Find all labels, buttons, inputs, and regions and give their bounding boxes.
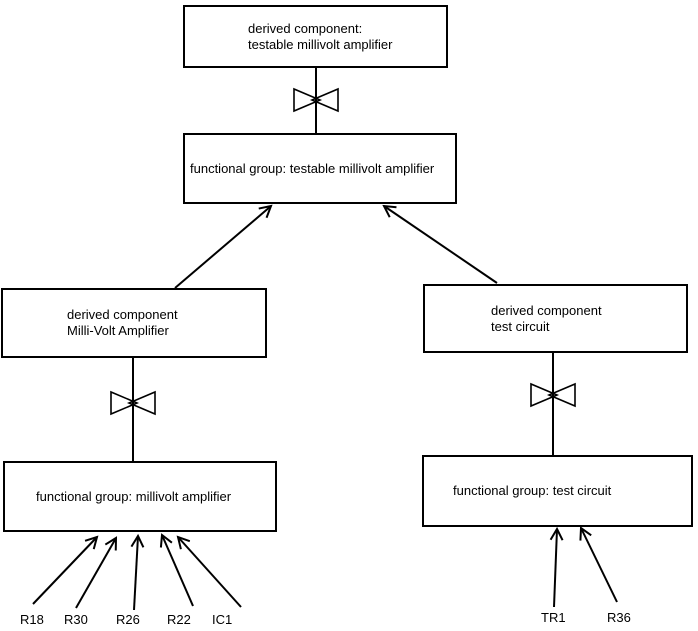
arrow-tr1-to-fg-tc (554, 529, 557, 608)
node-label-line: functional group: test circuit (453, 483, 612, 498)
node-label-line: testable millivolt amplifier (248, 36, 393, 52)
node-label-line: derived component: (248, 20, 363, 36)
node-derived-component-test-circuit: derived component test circuit (423, 284, 688, 353)
part-label-r36: R36 (607, 610, 631, 625)
node-derived-component-testable-mv-amplifier: derived component: testable millivolt am… (183, 5, 448, 68)
node-label-line: functional group: testable millivolt amp… (190, 160, 435, 176)
arrow-derived-tc-to-fg-testable (384, 206, 498, 284)
node-functional-group-test-circuit: functional group: test circuit (422, 455, 693, 527)
node-label-line: derived component (491, 302, 602, 318)
arrow-derived-mv-to-fg-testable (174, 206, 271, 289)
part-label-r30: R30 (64, 612, 88, 627)
node-label-line: derived component (67, 307, 178, 322)
node-label-line: test circuit (491, 318, 550, 334)
node-functional-group-testable-mv-amplifier: functional group: testable millivolt amp… (183, 133, 457, 204)
arrow-r18-to-fg-mv (32, 537, 97, 605)
part-label-r18: R18 (20, 612, 44, 627)
part-label-r22: R22 (167, 612, 191, 627)
node-derived-component-mv-amplifier: derived component Milli-Volt Amplifier (1, 288, 267, 358)
part-label-r26: R26 (116, 612, 140, 627)
node-label-line: Milli-Volt Amplifier (67, 323, 169, 338)
arrow-r22-to-fg-mv (162, 535, 194, 607)
arrow-r26-to-fg-mv (134, 536, 138, 611)
part-label-tr1: TR1 (541, 610, 566, 625)
arrow-r36-to-fg-tc (581, 528, 618, 603)
node-label-line: functional group: millivolt amplifier (36, 488, 232, 504)
part-label-ic1: IC1 (212, 612, 233, 627)
bowtie-icon (293, 87, 339, 113)
bowtie-icon (110, 390, 156, 416)
bowtie-icon (530, 382, 576, 408)
arrow-ic1-to-fg-mv (178, 537, 242, 608)
arrow-r30-to-fg-mv (75, 538, 116, 609)
node-functional-group-mv-amplifier: functional group: millivolt amplifier (3, 461, 277, 532)
